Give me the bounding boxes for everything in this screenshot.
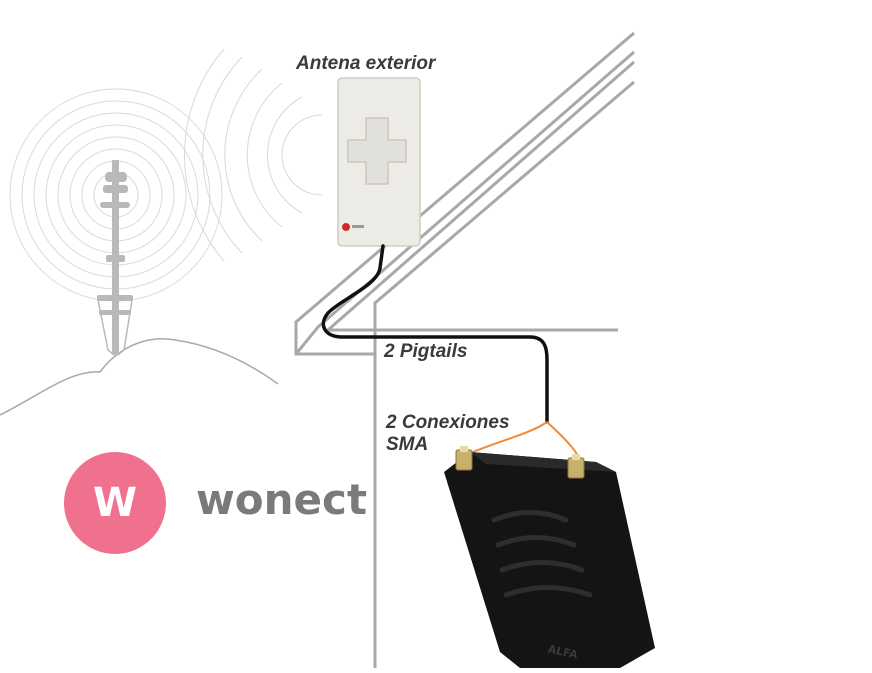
pigtails-label: 2 Pigtails bbox=[384, 341, 468, 362]
antenna-waves bbox=[184, 48, 323, 262]
wonect-logo-text: wonect bbox=[196, 475, 368, 524]
usb-adapter-icon: ALFA bbox=[444, 446, 655, 668]
wonect-logo-badge: W bbox=[64, 452, 166, 554]
antenna-panel-icon bbox=[337, 77, 421, 247]
sma-label-line2: SMA bbox=[386, 434, 429, 455]
cell-tower-icon bbox=[0, 88, 279, 416]
sma-connections-label: 2 Conexiones SMA bbox=[386, 412, 510, 456]
antenna-label: Antena exterior bbox=[296, 53, 436, 74]
house-outline bbox=[294, 31, 635, 668]
adapter-brand-label: ALFA bbox=[547, 643, 580, 662]
pigtail-cable bbox=[321, 244, 549, 424]
sma-label-line1: 2 Conexiones bbox=[386, 412, 510, 433]
